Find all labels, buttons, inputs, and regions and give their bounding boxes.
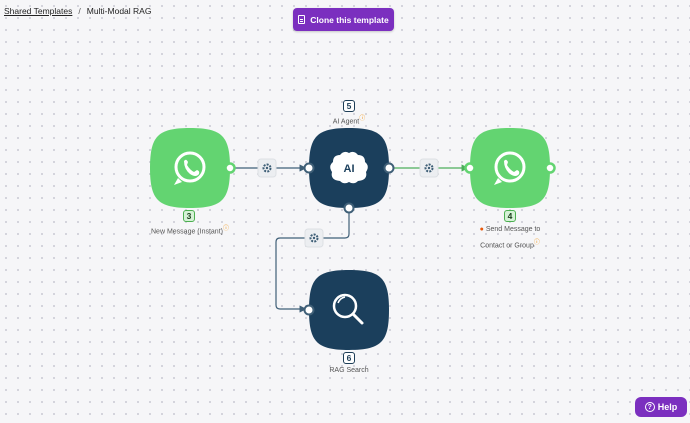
warning-icon: ⓘ (359, 116, 366, 122)
whatsapp-icon (494, 151, 526, 185)
whatsapp-icon (174, 151, 206, 185)
help-label: Help (657, 402, 678, 412)
breadcrumb-current: Multi-Modal RAG (86, 6, 152, 16)
node-rag-search[interactable] (303, 270, 390, 350)
node-number-trigger: 3 (183, 210, 195, 222)
ai-brain-icon: AI (330, 151, 368, 184)
node-ai-agent[interactable]: AI (303, 128, 395, 214)
question-icon: ? (644, 402, 655, 412)
node-label-search: RAG Search (329, 367, 369, 374)
search-icon (332, 293, 364, 325)
filter-settings-button-1[interactable] (257, 158, 277, 178)
connector-agent-to-search[interactable] (275, 209, 350, 313)
filter-settings-button-2[interactable] (419, 158, 439, 178)
document-icon (298, 15, 306, 24)
breadcrumb-shared-templates-link[interactable]: Shared Templates (4, 6, 73, 16)
node-number-search: 6 (343, 352, 355, 364)
node-label-send-line2: Contact or Group (480, 242, 534, 250)
warning-icon: ⓘ (222, 226, 229, 232)
node-label-trigger: New Message (Instant)ⓘ (140, 224, 240, 237)
clone-template-label: Clone this template (310, 14, 389, 25)
node-label-agent: AI Agentⓘ (309, 114, 389, 127)
node-label-send-line1: Send Message to (485, 226, 541, 233)
breadcrumb: Shared Templates / Multi-Modal RAG (4, 6, 151, 16)
node-label-send: ● Send Message to Contact or Groupⓘ (460, 224, 560, 251)
help-button[interactable]: ? Help (635, 397, 687, 417)
fire-icon: ● (479, 226, 484, 233)
filter-settings-button-3[interactable] (304, 228, 324, 248)
node-number-send: 4 (504, 210, 516, 222)
node-send-message[interactable] (464, 128, 556, 208)
ai-icon-text: AI (344, 163, 355, 175)
node-label-trigger-text: New Message (Instant) (151, 228, 223, 236)
node-label-agent-text: AI Agent (332, 118, 360, 126)
clone-template-button[interactable]: Clone this template (293, 8, 394, 31)
node-new-message-trigger[interactable] (150, 128, 236, 208)
breadcrumb-separator: / (78, 6, 81, 16)
node-number-agent: 5 (343, 100, 355, 112)
warning-icon: ⓘ (533, 240, 540, 246)
